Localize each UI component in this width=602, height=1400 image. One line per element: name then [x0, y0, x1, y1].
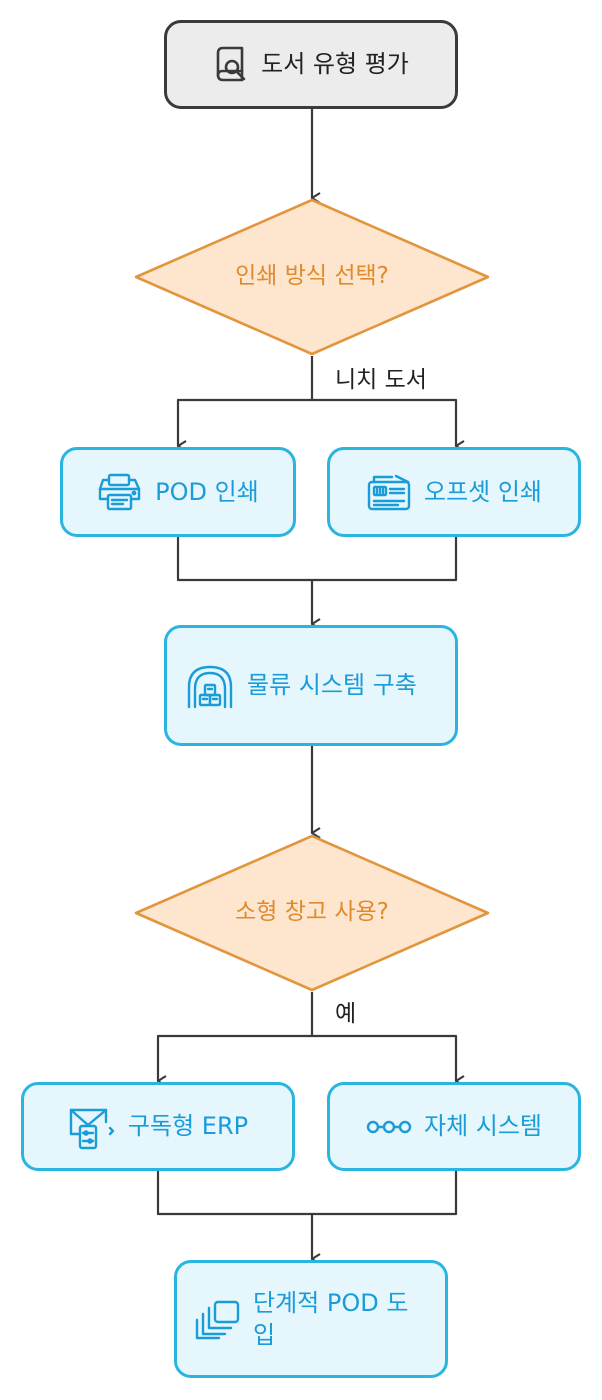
process-node-offset-print: 오프셋 인쇄: [327, 447, 581, 537]
pod-print-label: POD 인쇄: [155, 477, 259, 506]
mail-settings-icon: [68, 1104, 116, 1150]
process-node-pod-print: POD 인쇄: [60, 447, 296, 537]
process-node-logistics-system: 물류 시스템 구축: [164, 625, 458, 746]
book-search-icon: [213, 45, 249, 85]
start-node-label: 도서 유형 평가: [261, 50, 409, 79]
edge-decision-print-to-pod: [176, 398, 312, 452]
edge-offset-merge: [312, 537, 458, 582]
edge-decision-warehouse-to-erp: [156, 1034, 312, 1087]
nodes-icon: [366, 1119, 412, 1135]
phased-pod-label: 단계적 POD 도입: [253, 1288, 409, 1349]
decision-print-method: 인쇄 방식 선택?: [134, 198, 490, 356]
erp-label: 구독형 ERP: [127, 1112, 249, 1141]
edge-own-system-merge: [312, 1170, 458, 1216]
process-node-own-system: 자체 시스템: [327, 1082, 581, 1171]
decision-diamond-shape: [134, 198, 490, 356]
decision-small-warehouse: 소형 창고 사용?: [134, 834, 490, 992]
layers-icon: [195, 1298, 241, 1340]
printer-icon: [97, 472, 143, 512]
edge-pod-merge: [176, 537, 312, 582]
logistics-label: 물류 시스템 구축: [247, 671, 417, 700]
process-node-subscription-erp: 구독형 ERP: [21, 1082, 295, 1171]
offset-print-label: 오프셋 인쇄: [423, 477, 543, 506]
decision-small-warehouse-label: 소형 창고 사용?: [235, 899, 389, 926]
warehouse-icon: [185, 663, 235, 709]
decision-diamond-shape: [134, 834, 490, 992]
edge-erp-merge: [156, 1170, 312, 1216]
process-node-phased-pod: 단계적 POD 도입: [174, 1260, 448, 1378]
own-system-label: 자체 시스템: [423, 1112, 543, 1141]
decision-print-method-label: 인쇄 방식 선택?: [235, 263, 389, 290]
edge-label-yes: 예: [335, 1001, 357, 1027]
start-node-book-type-evaluation: 도서 유형 평가: [164, 20, 458, 109]
edge-decision-warehouse-to-own-system: [312, 1034, 465, 1087]
offset-press-icon: [366, 472, 412, 512]
edge-label-niche-books: 니치 도서: [335, 367, 427, 393]
edge-decision-print-to-offset: [312, 398, 465, 452]
